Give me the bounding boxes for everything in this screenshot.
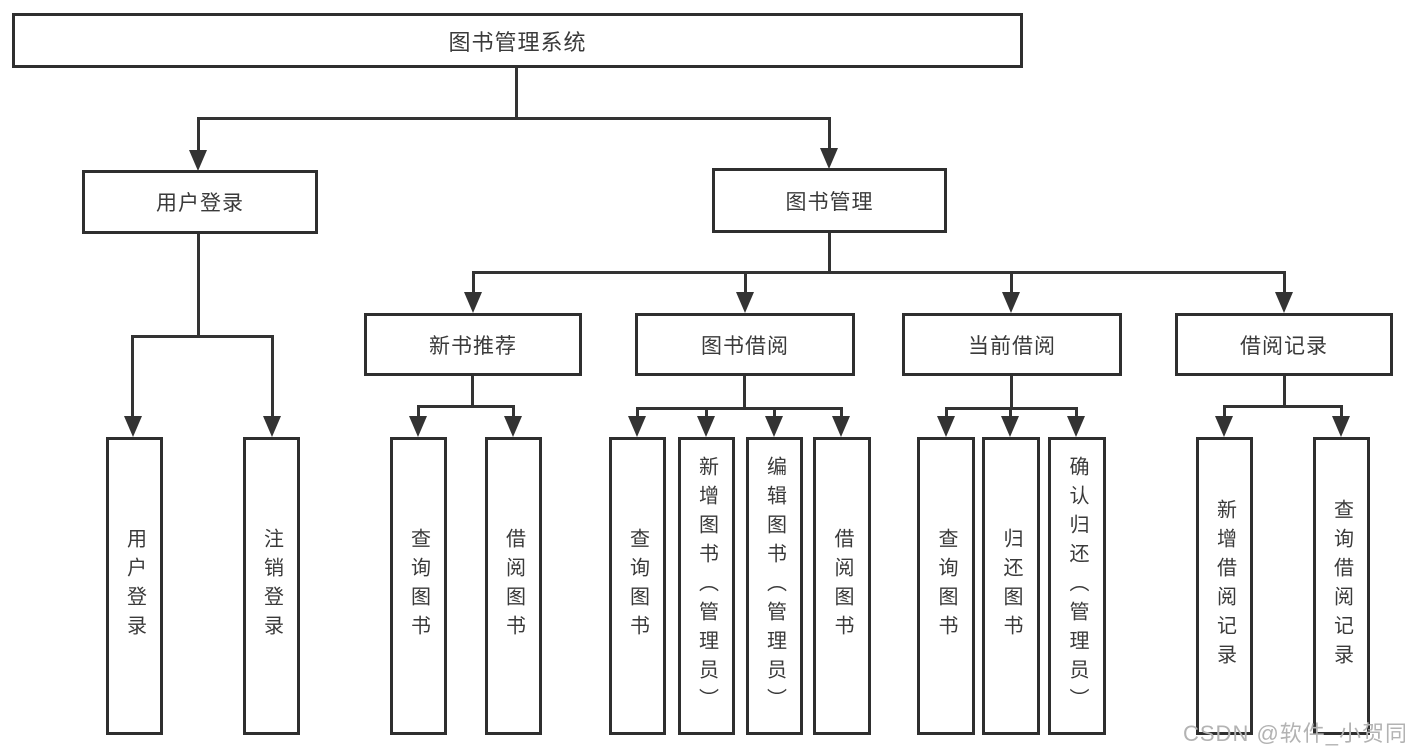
leaf-return-books: 归还图书 — [982, 437, 1040, 735]
node-borrowing-records-label: 借阅记录 — [1240, 334, 1328, 358]
leaf-return-books-label: 归还图书 — [1000, 528, 1022, 644]
leaf-query-books-current: 查询图书 — [917, 437, 975, 735]
node-book-borrowing-label: 图书借阅 — [701, 334, 789, 358]
connector-leaf-drop — [840, 407, 843, 419]
arrow-down-icon — [1002, 292, 1020, 313]
leaf-edit-books-admin: 编辑图书（管理员） — [746, 437, 803, 735]
connector-leaf-drop — [1223, 405, 1226, 419]
node-new-book-recommendation: 新书推荐 — [364, 313, 582, 376]
connector-leaf-drop — [1009, 407, 1012, 419]
connector-leaf-drop — [1075, 407, 1078, 419]
connector-user-login-rail — [132, 335, 274, 338]
connector-leaf-drop — [773, 407, 776, 419]
connector-leaf-rail — [636, 407, 843, 410]
arrow-down-icon — [1067, 416, 1085, 437]
arrow-down-icon — [1332, 416, 1350, 437]
connector-leaf-drop — [417, 405, 420, 419]
leaf-add-books-admin: 新增图书（管理员） — [678, 437, 735, 735]
connector-section-stem — [471, 376, 474, 408]
leaf-query-books-current-label: 查询图书 — [935, 528, 957, 644]
leaf-borrow-books: 借阅图书 — [813, 437, 871, 735]
leaf-query-borrow-record-label: 查询借阅记录 — [1330, 499, 1353, 673]
leaf-borrow-books-label: 借阅图书 — [831, 528, 853, 644]
node-library-management-system: 图书管理系统 — [12, 13, 1023, 68]
leaf-query-books-borrow-label: 查询图书 — [626, 528, 649, 644]
arrow-down-icon — [464, 292, 482, 313]
connector-section-drop — [1010, 271, 1013, 295]
connector-section-stem — [1283, 376, 1286, 408]
connector-section-drop — [472, 271, 475, 295]
leaf-logout: 注销登录 — [243, 437, 300, 735]
connector-book-management-drop — [828, 117, 831, 151]
node-current-borrowing-label: 当前借阅 — [968, 334, 1056, 358]
leaf-add-books-admin-label: 新增图书（管理员） — [695, 455, 718, 717]
connector-level3-rail — [472, 271, 1286, 274]
node-user-login: 用户登录 — [82, 170, 318, 234]
leaf-query-borrow-record: 查询借阅记录 — [1313, 437, 1370, 735]
leaf-logout-label: 注销登录 — [260, 528, 283, 644]
leaf-query-books-recommend: 查询图书 — [390, 437, 447, 735]
arrow-down-icon — [263, 416, 281, 437]
leaf-user-login-label: 用户登录 — [123, 528, 146, 644]
leaf-borrow-books-recommend: 借阅图书 — [485, 437, 542, 735]
arrow-down-icon — [765, 416, 783, 437]
connector-book-management-stem — [828, 233, 831, 274]
leaf-user-login: 用户登录 — [106, 437, 163, 735]
connector-leaf-drop — [945, 407, 948, 419]
leaf-confirm-return-admin-label: 确认归还（管理员） — [1066, 455, 1088, 717]
csdn-watermark: CSDN @软件_小贺同学 — [1183, 721, 1405, 746]
connector-leaf-drop — [512, 405, 515, 419]
leaf-edit-books-admin-label: 编辑图书（管理员） — [763, 455, 786, 717]
leaf-confirm-return-admin: 确认归还（管理员） — [1048, 437, 1106, 735]
leaf-add-borrow-record: 新增借阅记录 — [1196, 437, 1253, 735]
connector-leaf-drop — [131, 335, 134, 419]
arrow-down-icon — [697, 416, 715, 437]
connector-level2-rail — [197, 117, 831, 120]
arrow-down-icon — [1001, 416, 1019, 437]
arrow-down-icon — [832, 416, 850, 437]
connector-root-stem — [515, 68, 518, 119]
arrow-down-icon — [409, 416, 427, 437]
arrow-down-icon — [628, 416, 646, 437]
connector-leaf-drop — [271, 335, 274, 419]
connector-leaf-rail — [417, 405, 515, 408]
arrow-down-icon — [189, 150, 207, 171]
connector-user-login-drop — [197, 117, 200, 153]
node-book-management-label: 图书管理 — [785, 190, 874, 214]
connector-leaf-drop — [705, 407, 708, 419]
arrow-down-icon — [1215, 416, 1233, 437]
node-book-management: 图书管理 — [712, 168, 947, 233]
connector-section-drop — [744, 271, 747, 295]
connector-section-stem — [1010, 376, 1013, 410]
arrow-down-icon — [124, 416, 142, 437]
node-current-borrowing: 当前借阅 — [902, 313, 1122, 376]
arrow-down-icon — [1275, 292, 1293, 313]
connector-leaf-drop — [1340, 405, 1343, 419]
leaf-query-books-borrow: 查询图书 — [609, 437, 666, 735]
node-borrowing-records: 借阅记录 — [1175, 313, 1393, 376]
node-book-borrowing: 图书借阅 — [635, 313, 855, 376]
node-library-management-system-label: 图书管理系统 — [448, 29, 587, 55]
connector-section-drop — [1283, 271, 1286, 295]
arrow-down-icon — [937, 416, 955, 437]
leaf-add-borrow-record-label: 新增借阅记录 — [1213, 499, 1236, 673]
arrow-down-icon — [504, 416, 522, 437]
arrow-down-icon — [736, 292, 754, 313]
leaf-borrow-books-recommend-label: 借阅图书 — [502, 528, 525, 644]
node-new-book-recommendation-label: 新书推荐 — [429, 334, 517, 358]
leaf-query-books-recommend-label: 查询图书 — [407, 528, 430, 644]
connector-leaf-drop — [636, 407, 639, 419]
node-user-login-label: 用户登录 — [156, 192, 244, 215]
connector-leaf-rail — [1223, 405, 1343, 408]
arrow-down-icon — [820, 148, 838, 169]
connector-section-stem — [743, 376, 746, 410]
connector-user-login-stem — [197, 234, 200, 338]
